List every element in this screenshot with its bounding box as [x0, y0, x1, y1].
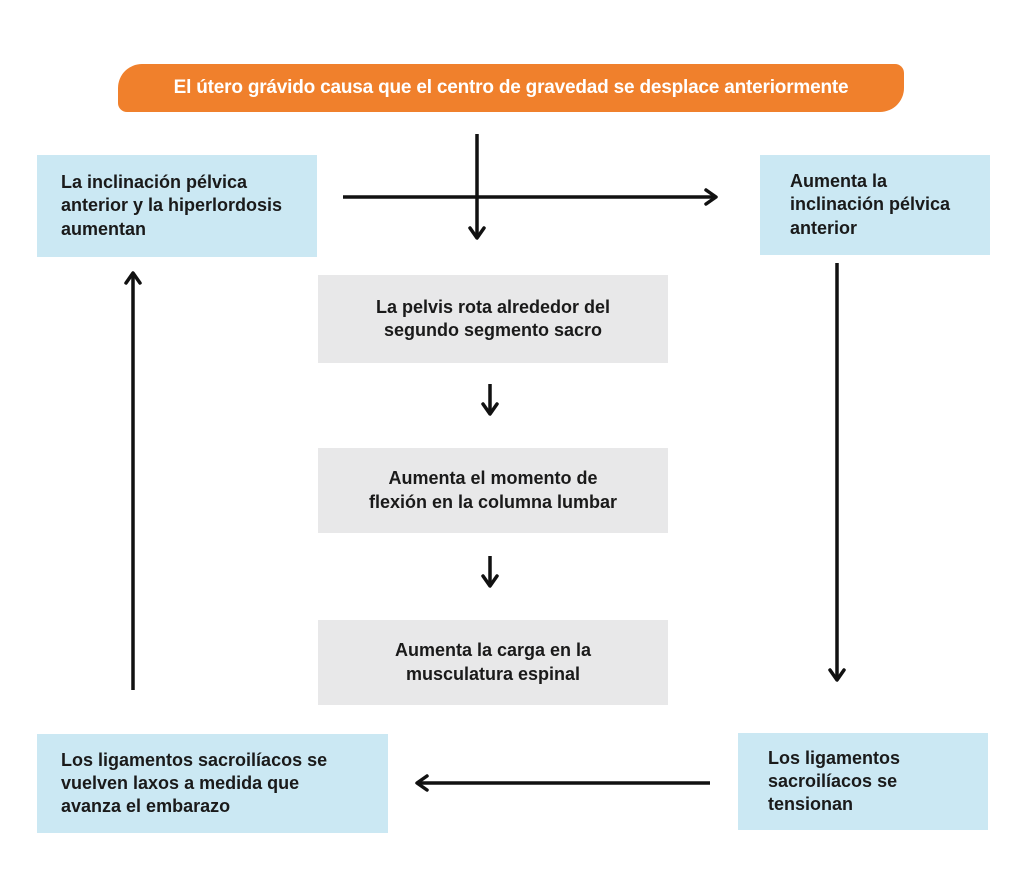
- box-ligaments-tense-label: Los ligamentos sacroilíacos se tensionan: [768, 747, 901, 815]
- box-pelvis-rotation: La pelvis rota alrededor del segundo seg…: [318, 275, 668, 363]
- box-pelvic-tilt-hyperlordosis: La inclinación pélvica anterior y la hip…: [37, 155, 317, 257]
- box-ligaments-lax-label: Los ligamentos sacroilíacos se vuelven l…: [61, 749, 328, 817]
- box-anterior-pelvic-tilt-label: Aumenta la inclinación pélvica anterior: [790, 171, 951, 238]
- box-flexion-moment: Aumenta el momento de flexión en la colu…: [318, 448, 668, 533]
- box-ligaments-tense: Los ligamentos sacroilíacos se tensionan: [738, 733, 988, 830]
- box-spinal-load-label: Aumenta la carga en la musculatura espin…: [394, 640, 592, 684]
- banner-gravity-shift-label: El útero grávido causa que el centro de …: [173, 77, 849, 98]
- box-spinal-load: Aumenta la carga en la musculatura espin…: [318, 620, 668, 705]
- banner-gravity-shift: El útero grávido causa que el centro de …: [118, 64, 904, 112]
- box-ligaments-lax: Los ligamentos sacroilíacos se vuelven l…: [37, 734, 388, 833]
- box-pelvis-rotation-label: La pelvis rota alrededor del segundo seg…: [375, 296, 611, 340]
- box-pelvic-tilt-hyperlordosis-label: La inclinación pélvica anterior y la hip…: [61, 172, 283, 239]
- box-flexion-moment-label: Aumenta el momento de flexión en la colu…: [368, 468, 618, 512]
- box-anterior-pelvic-tilt: Aumenta la inclinación pélvica anterior: [760, 155, 990, 255]
